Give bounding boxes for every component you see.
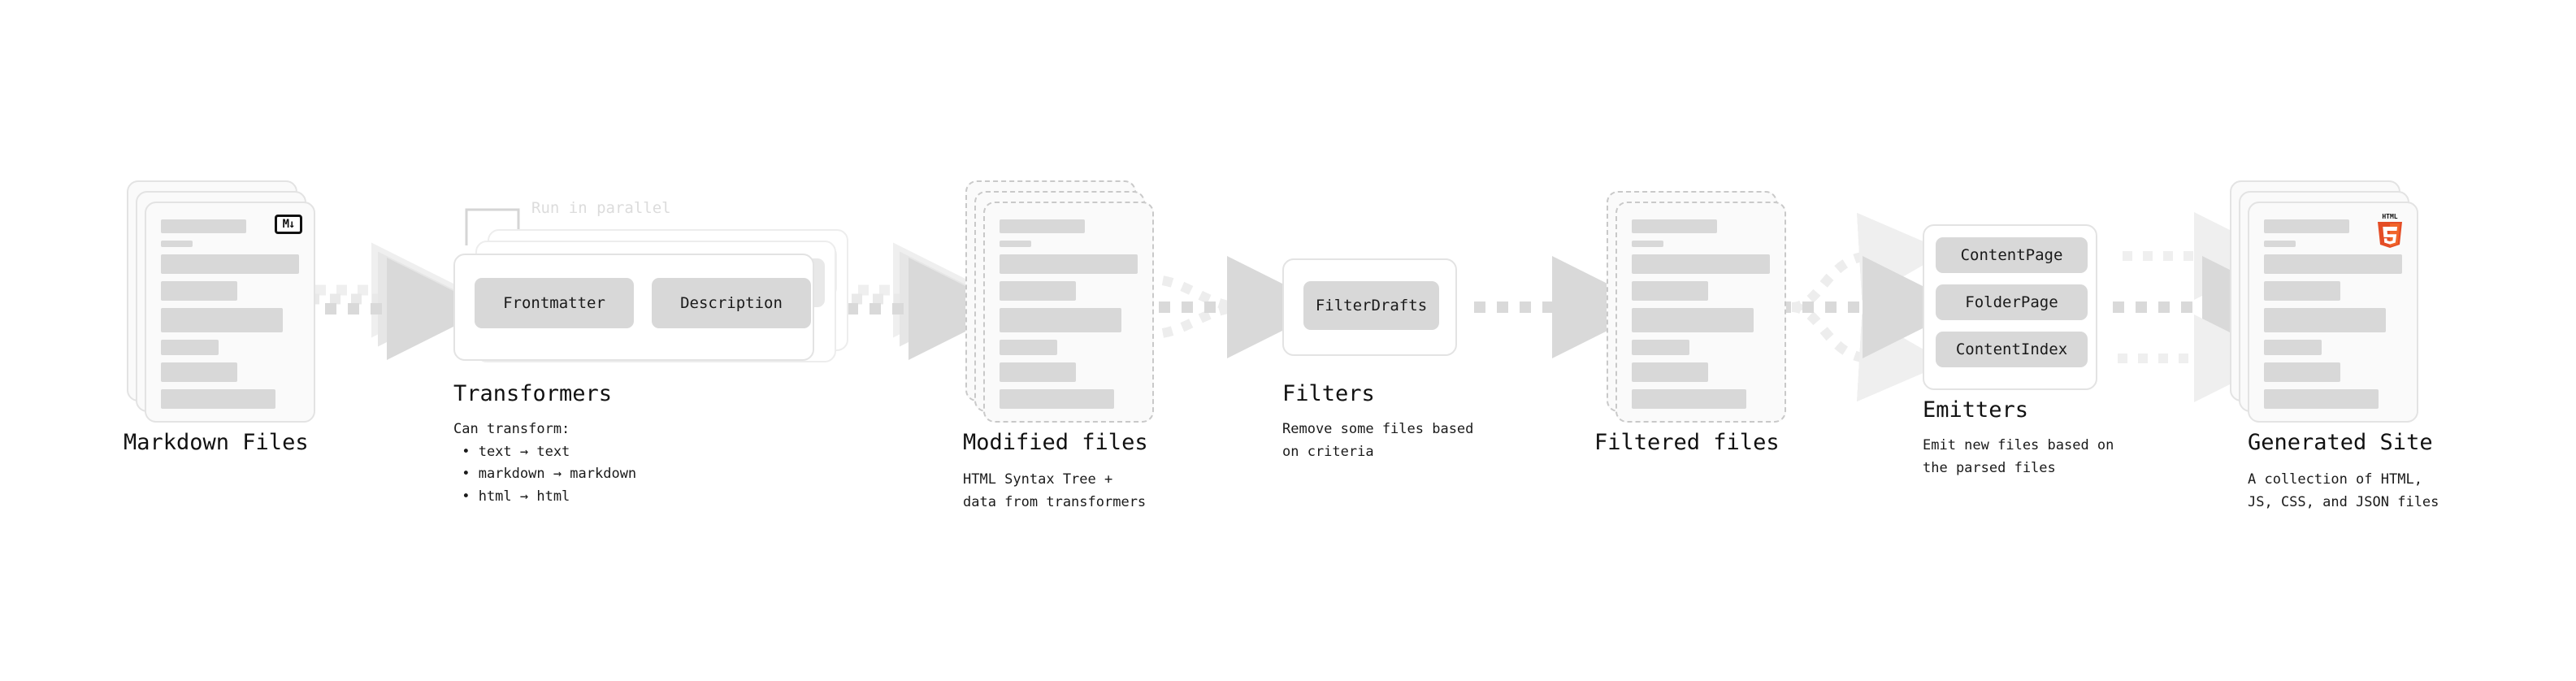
skeleton-bar	[161, 281, 237, 301]
skeleton-bar	[2264, 219, 2350, 233]
connector-emitters-to-site	[2113, 212, 2305, 402]
chip-description[interactable]: Description	[652, 278, 811, 328]
skeleton-bar	[1000, 340, 1058, 355]
stage-title-filters: Filters	[1282, 381, 1375, 406]
skeleton-bar	[161, 219, 247, 233]
skeleton-bar	[1632, 308, 1754, 332]
stage-title-transformers: Transformers	[453, 381, 613, 406]
document-card[interactable]: M↓	[145, 202, 315, 423]
skeleton-bar	[1000, 362, 1076, 382]
skeleton-bar	[1632, 362, 1708, 382]
skeleton-bar	[1000, 254, 1138, 274]
chip-contentindex[interactable]: ContentIndex	[1936, 332, 2088, 367]
stage-subtitle-emitters: Emit new files based on the parsed files	[1923, 437, 2114, 476]
skeleton-bar	[2264, 254, 2402, 274]
stage-title-emitters: Emitters	[1923, 397, 2029, 423]
skeleton-bar	[161, 362, 237, 382]
skeleton-bar	[161, 254, 299, 274]
svg-text:HTML: HTML	[2382, 213, 2397, 220]
connector-transformers-to-modified	[824, 242, 1011, 360]
chip-filterdrafts[interactable]: FilterDrafts	[1303, 281, 1439, 330]
skeleton-bar	[2264, 241, 2296, 247]
stage-title-modified-files: Modified files	[963, 430, 1148, 455]
skeleton-bar	[161, 340, 219, 355]
skeleton-bar	[2264, 281, 2340, 301]
skeleton-bar	[1000, 219, 1086, 233]
html5-badge: HTML	[2374, 211, 2405, 249]
stage-subtitle-transformers: Can transform: • text → text • markdown …	[453, 421, 637, 505]
document-card[interactable]	[1615, 202, 1786, 423]
skeleton-bar	[2264, 308, 2386, 332]
skeleton-bar	[1632, 241, 1664, 247]
connector-md-to-transformers	[302, 242, 489, 360]
skeleton-bar	[1632, 389, 1747, 409]
skeleton-bar	[1632, 219, 1718, 233]
skeleton-bar	[2264, 389, 2379, 409]
skeleton-bar	[2264, 362, 2340, 382]
stage-filters[interactable]: FilterDrafts	[1282, 258, 1457, 356]
skeleton-bar	[1632, 254, 1770, 274]
connector-filtered-to-emitters	[1780, 212, 1965, 402]
run-in-parallel-note: Run in parallel	[531, 199, 671, 217]
stage-subtitle-generated-site: A collection of HTML, JS, CSS, and JSON …	[2248, 471, 2439, 510]
stage-transformers[interactable]: Frontmatter Description	[453, 254, 814, 361]
chip-contentpage[interactable]: ContentPage	[1936, 237, 2088, 273]
stage-title-markdown-files: Markdown Files	[124, 430, 309, 455]
stage-emitters[interactable]: ContentPage FolderPage ContentIndex	[1923, 224, 2097, 390]
document-card[interactable]	[983, 202, 1154, 423]
skeleton-bar	[1632, 340, 1690, 355]
skeleton-bar	[1000, 241, 1032, 247]
stage-title-filtered-files: Filtered files	[1594, 430, 1780, 455]
skeleton-bar	[2264, 340, 2322, 355]
stage-subtitle-filters: Remove some files based on criteria	[1282, 421, 1474, 460]
chip-folderpage[interactable]: FolderPage	[1936, 284, 2088, 320]
skeleton-bar	[1632, 281, 1708, 301]
skeleton-bar	[161, 389, 276, 409]
stage-subtitle-modified-files: HTML Syntax Tree + data from transformer…	[963, 471, 1147, 510]
skeleton-bar	[1000, 389, 1115, 409]
connector-modified-to-filters	[1136, 256, 1329, 358]
document-card[interactable]: HTML	[2248, 202, 2418, 423]
skeleton-bar	[1000, 308, 1121, 332]
markdown-badge: M↓	[275, 215, 302, 234]
skeleton-bar	[161, 308, 283, 332]
chip-frontmatter[interactable]: Frontmatter	[475, 278, 634, 328]
skeleton-bar	[161, 241, 193, 247]
run-in-parallel-leader	[465, 208, 520, 245]
stage-title-generated-site: Generated Site	[2248, 430, 2433, 455]
skeleton-bar	[1000, 281, 1076, 301]
